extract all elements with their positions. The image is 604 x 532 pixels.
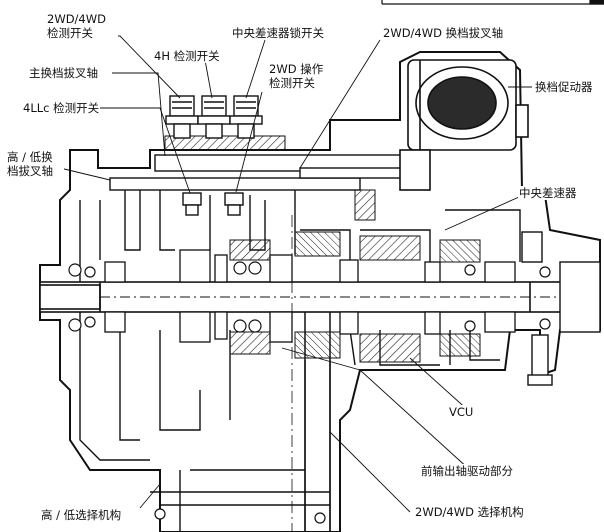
label-vcu-text: VCU: [449, 405, 474, 419]
main-shaft: [39, 281, 601, 313]
label-2wd4wd-fork-shaft: 2WD/4WD 换档拔叉轴: [382, 26, 505, 40]
label-hi-lo-select-text: 高 / 低选择机构: [41, 508, 122, 522]
switch-4h: [197, 95, 231, 139]
label-2wd-op-sensor-text: 2WD 操作 检测开关: [269, 62, 324, 90]
label-4llc-sensor: 4LLc 检测开关: [22, 101, 101, 115]
label-front-output-drive-text: 前输出轴驱动部分: [421, 464, 513, 478]
label-center-diff-lock: 中央差速器锁开关: [231, 26, 325, 40]
label-front-output-drive: 前输出轴驱动部分: [420, 464, 514, 478]
label-shift-actuator-text: 换档促动器: [535, 80, 593, 94]
switch-2wd4wd: [165, 95, 199, 139]
label-center-diff-lock-text: 中央差速器锁开关: [232, 26, 324, 40]
shift-actuator: [399, 59, 529, 191]
label-shift-actuator: 换档促动器: [534, 80, 594, 94]
label-2wd-op-sensor: 2WD 操作 检测开关: [268, 62, 336, 90]
gears: [104, 249, 516, 343]
header-frame: [381, 0, 604, 5]
leader-lines: [59, 35, 532, 513]
output-flange: [521, 231, 601, 386]
switch-4llc: [182, 192, 202, 216]
label-vcu: VCU: [448, 405, 475, 419]
label-hi-lo-fork-shaft-text: 高 / 低换 档拔叉轴: [7, 150, 53, 178]
detection-switches: [165, 95, 263, 216]
label-4h-sensor: 4H 检测开关: [153, 49, 221, 63]
hatched-sections: [164, 135, 481, 363]
label-2wd4wd-sensor: 2WD/4WD 检测开关: [46, 12, 118, 40]
label-4h-sensor-text: 4H 检测开关: [154, 49, 220, 63]
label-2wd4wd-sensor-text: 2WD/4WD 检测开关: [47, 12, 106, 40]
label-4llc-sensor-text: 4LLc 检测开关: [23, 101, 100, 115]
label-2wd4wd-select: 2WD/4WD 选择机构: [414, 505, 525, 519]
switch-2wd-op: [224, 192, 244, 216]
label-main-fork-shaft-text: 主换档拔叉轴: [29, 66, 98, 80]
label-center-diff: 中央差速器: [518, 186, 578, 200]
label-hi-lo-select: 高 / 低选择机构: [40, 508, 123, 522]
label-2wd4wd-select-text: 2WD/4WD 选择机构: [415, 505, 524, 519]
label-center-diff-text: 中央差速器: [519, 186, 577, 200]
label-hi-lo-fork-shaft: 高 / 低换 档拔叉轴: [6, 150, 64, 178]
label-main-fork-shaft: 主换档拔叉轴: [28, 66, 99, 80]
switch-center-diff-lock: [229, 95, 263, 139]
label-2wd4wd-fork-shaft-text: 2WD/4WD 换档拔叉轴: [383, 26, 504, 40]
